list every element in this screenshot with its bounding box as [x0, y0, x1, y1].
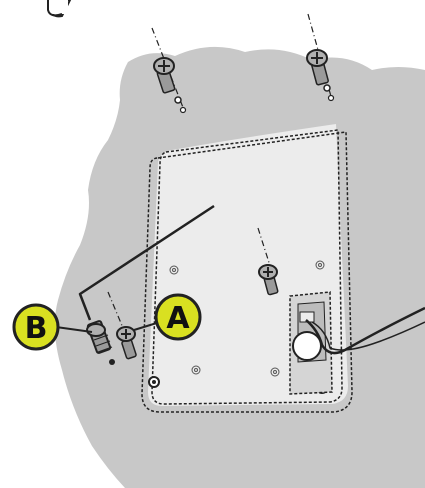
callout-a-label: A	[166, 301, 190, 336]
callout-a: A	[133, 293, 202, 341]
plate-outline-inner	[151, 129, 343, 405]
callout-b-label: B	[25, 311, 48, 346]
callout-b-badge	[12, 303, 60, 351]
plate-outline-outer	[141, 131, 353, 413]
cable-icon	[305, 306, 425, 355]
cable-grommet	[292, 331, 322, 361]
callout-b: B	[12, 303, 93, 351]
screw-icon	[258, 264, 279, 296]
screw-icon	[86, 320, 115, 365]
screw-icon	[153, 57, 187, 114]
plate-holes	[169, 260, 325, 377]
callout-a-badge	[154, 293, 202, 341]
screw-icon	[116, 326, 137, 360]
cable-icon	[311, 321, 425, 351]
top-fragment-mask	[48, 0, 68, 14]
screw-icon	[306, 49, 335, 102]
top-fragment-line	[47, 0, 63, 17]
allen-key-icon	[78, 204, 215, 321]
